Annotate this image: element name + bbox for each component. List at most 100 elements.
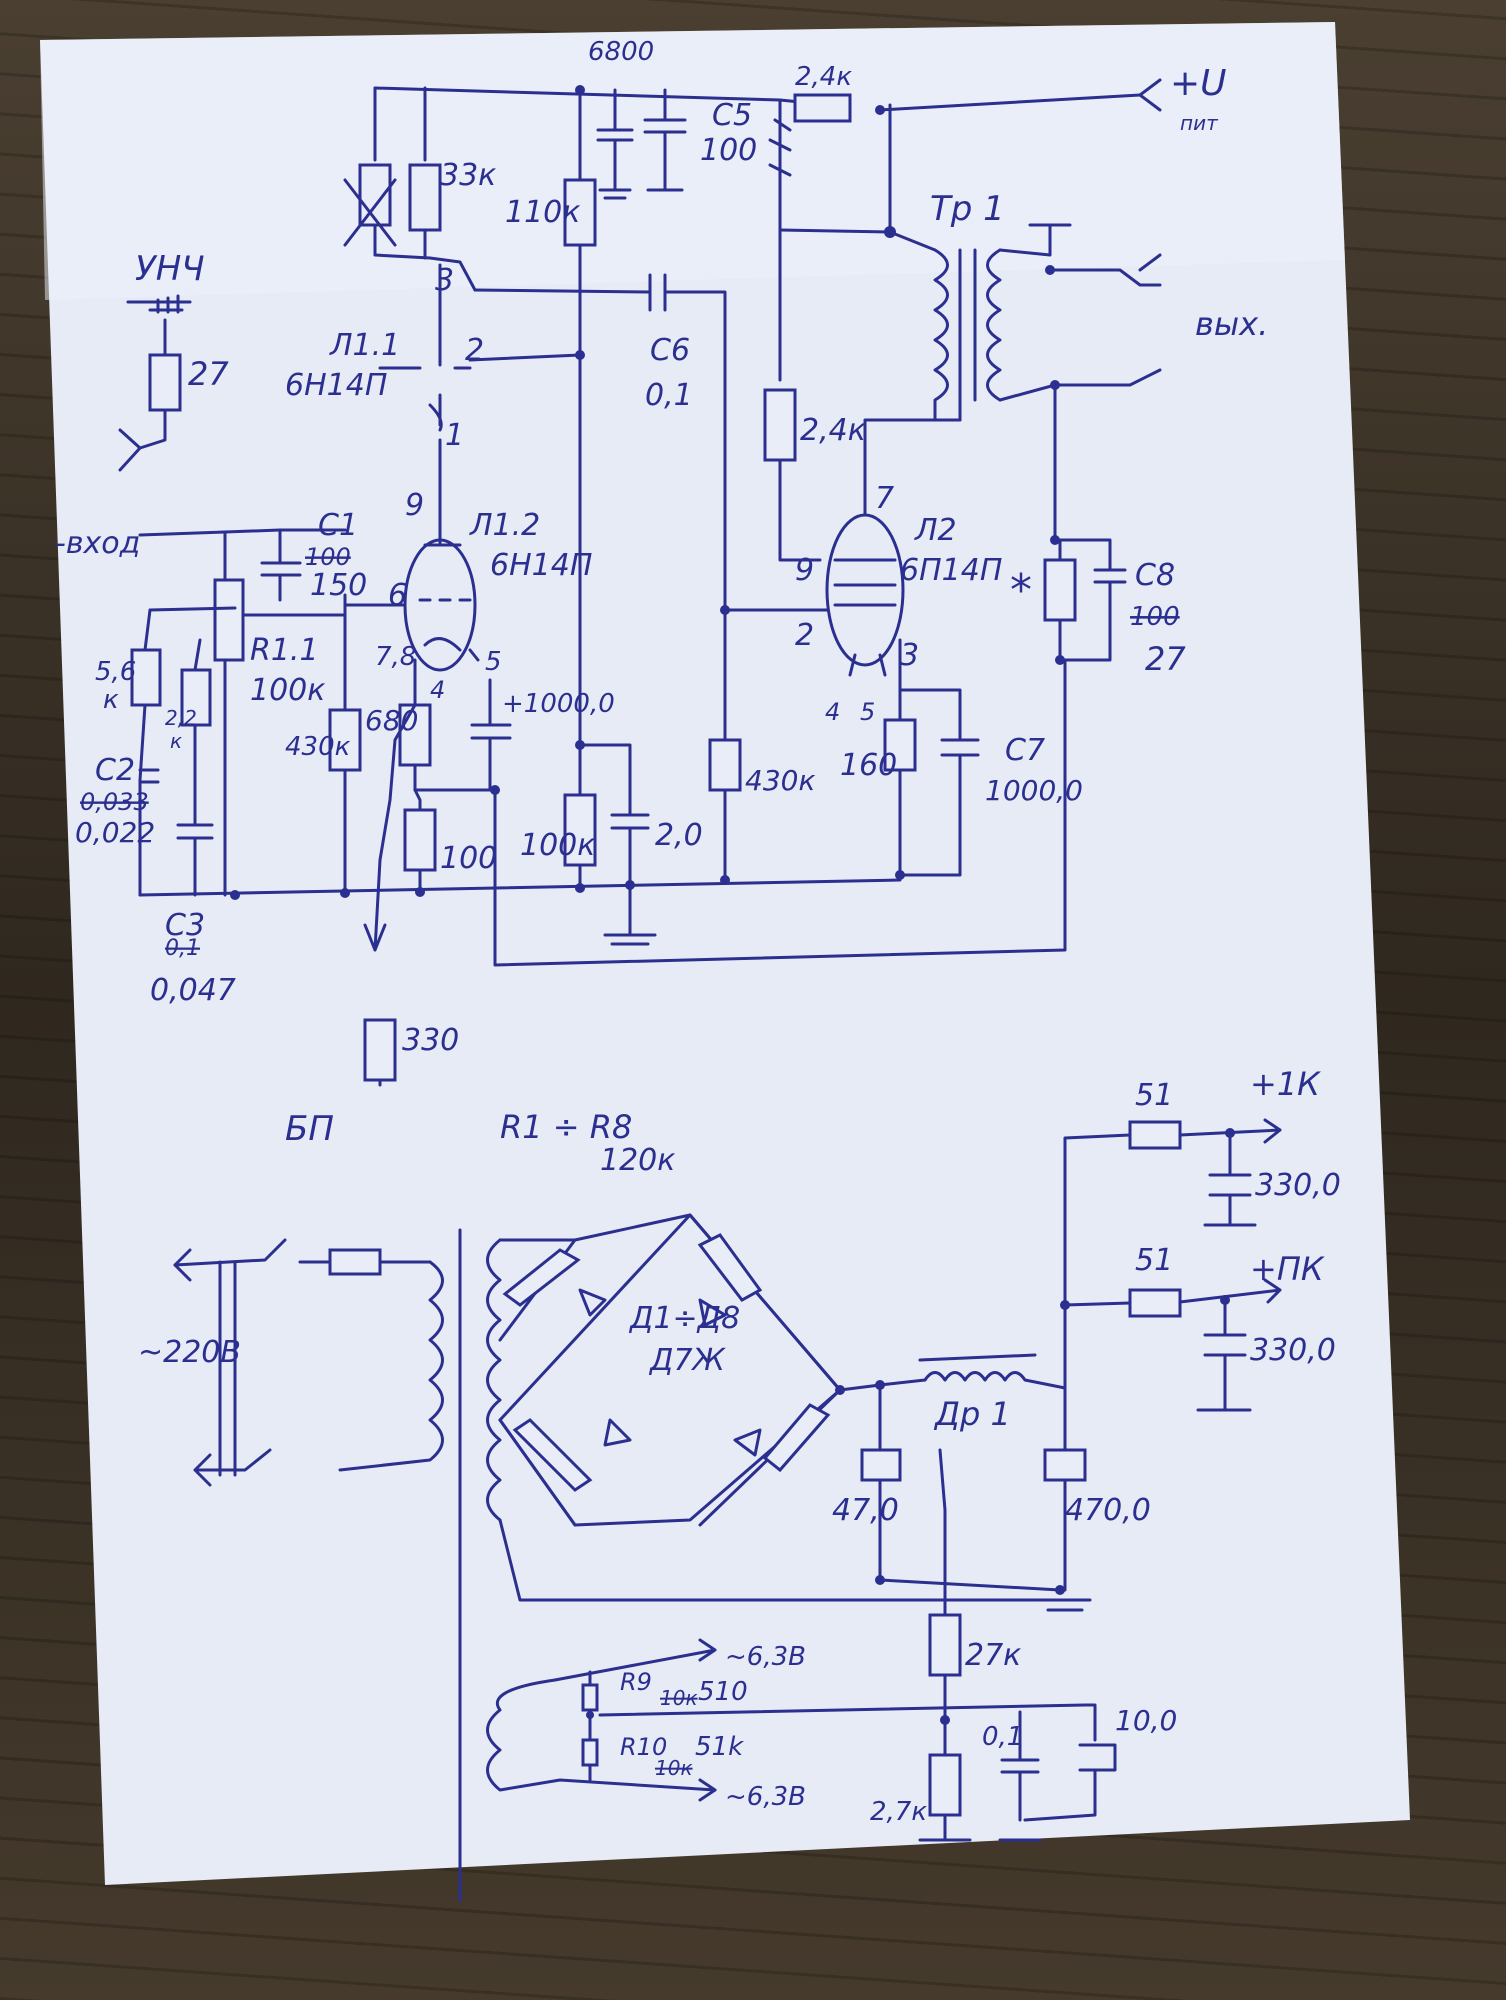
label-pit: пит bbox=[1180, 111, 1219, 135]
label-d7zh: Д7Ж bbox=[648, 1343, 727, 1378]
label-c3: С3 bbox=[165, 908, 205, 943]
label-100k: 100к bbox=[520, 828, 595, 863]
label-r9-old: 10к bbox=[660, 1686, 698, 1710]
label-470: 470,0 bbox=[1065, 1493, 1151, 1528]
label-6-3v-top: ~6,3В bbox=[725, 1642, 806, 1672]
label-c8: С8 bbox=[1135, 558, 1175, 593]
label-dr1: Др 1 bbox=[933, 1395, 1011, 1433]
resistor-bridge-1 bbox=[502, 1248, 581, 1307]
resistor-5-6k bbox=[130, 648, 162, 707]
label-c1: С1 bbox=[318, 508, 358, 543]
power-supply-schematic bbox=[173, 1118, 1282, 1902]
amplifier-labels: УНЧ 27 -вход 6800 С5 100 2,4к +U пит 33к… bbox=[55, 37, 1268, 1058]
capacitor-47 bbox=[860, 1448, 902, 1482]
label-r1-1-value: 100к bbox=[250, 673, 325, 708]
resistor-33k bbox=[408, 163, 442, 232]
label-c5-value: 100 bbox=[700, 133, 757, 168]
label-pin1: 1 bbox=[445, 418, 464, 453]
label-2-0: 2,0 bbox=[655, 818, 703, 853]
resistor-160 bbox=[883, 718, 917, 772]
label-10-0: 10,0 bbox=[1115, 1704, 1177, 1737]
label-330-bottom: 330,0 bbox=[1250, 1333, 1336, 1368]
label-430k-right: 430к bbox=[745, 764, 815, 797]
label-tr1: Тр 1 bbox=[930, 189, 1005, 229]
label-pin3b: 3 bbox=[900, 638, 919, 673]
label-pin9a: 9 bbox=[405, 488, 424, 523]
resistor-2-2k bbox=[180, 668, 212, 727]
label-c2: С2 bbox=[95, 753, 135, 788]
label-l1-1: Л1.1 bbox=[329, 328, 400, 363]
label-6-3v-bottom: ~6,3В bbox=[725, 1782, 806, 1812]
label-vhod: -вход bbox=[55, 526, 140, 561]
paper-sheet bbox=[40, 22, 1410, 1885]
label-pin2: 2 bbox=[465, 333, 484, 368]
label-c2-value: 0,022 bbox=[75, 816, 155, 849]
label-pin5a: 5 bbox=[485, 647, 502, 677]
label-c1-old: 100 bbox=[305, 543, 351, 571]
label-c8-value: 27 bbox=[1145, 640, 1186, 678]
resistor-100 bbox=[403, 808, 437, 872]
label-l2: Л2 bbox=[914, 513, 957, 548]
resistor-r10 bbox=[581, 1738, 599, 1767]
label-c3-old: 0,1 bbox=[165, 936, 200, 961]
label-bp: БП bbox=[285, 1109, 334, 1149]
resistor-crossed bbox=[358, 163, 392, 227]
resistor-430k-right bbox=[708, 738, 742, 792]
label-r10-old: 10к bbox=[655, 1756, 693, 1780]
resistor-mains bbox=[328, 1248, 382, 1276]
label-r1-r8-value: 120к bbox=[600, 1143, 675, 1178]
label-2-2: 2,2 bbox=[165, 706, 197, 730]
label-6800: 6800 bbox=[588, 37, 654, 67]
label-pin4b: 4 bbox=[825, 698, 840, 726]
label-c2-old: 0,033 bbox=[80, 788, 149, 816]
label-430k-left: 430к bbox=[285, 732, 351, 762]
label-100: 100 bbox=[440, 841, 497, 876]
label-5-6: 5,6 bbox=[95, 657, 136, 687]
label-pin7-8: 7,8 bbox=[375, 642, 416, 672]
label-c5: С5 bbox=[712, 98, 752, 133]
psu-labels: БП R1 ÷ R8 120к ~220В Д1÷Д8 Д7Ж 51 +1К 3… bbox=[138, 1065, 1341, 1827]
label-27k: 27к bbox=[965, 1638, 1021, 1673]
resistor-100k bbox=[563, 793, 597, 867]
label-2-4k-top: 2,4к bbox=[795, 62, 852, 92]
label-c7: С7 bbox=[1005, 733, 1045, 768]
label-110k: 110к bbox=[505, 195, 580, 230]
resistor-51-bottom bbox=[1128, 1288, 1182, 1318]
label-r27: 27 bbox=[188, 355, 229, 393]
label-680: 680 bbox=[365, 704, 418, 737]
label-1000uf: +1000,0 bbox=[502, 689, 615, 719]
label-plus-1k: +1К bbox=[1250, 1065, 1321, 1103]
label-l2-type: 6П14П bbox=[900, 553, 1002, 588]
label-2-2-k: к bbox=[170, 729, 182, 753]
label-220v: ~220В bbox=[138, 1335, 241, 1370]
resistor-2-4k-screen bbox=[763, 388, 797, 462]
label-l1-1-type: 6Н14П bbox=[285, 368, 387, 403]
label-pin4a: 4 bbox=[430, 676, 445, 704]
paper-highlight bbox=[40, 22, 1345, 300]
label-r51-bottom: 51 bbox=[1135, 1243, 1173, 1278]
resistor-27-unch bbox=[148, 353, 182, 412]
label-33k: 33к bbox=[440, 158, 496, 193]
label-l1-2: Л1.2 bbox=[469, 508, 540, 543]
resistor-51-top bbox=[1128, 1120, 1182, 1150]
resistor-r9 bbox=[581, 1683, 599, 1712]
potentiometer-r1-1 bbox=[213, 578, 245, 662]
label-r9-value: 510 bbox=[698, 1677, 748, 1707]
label-160: 160 bbox=[840, 748, 897, 783]
label-r9: R9 bbox=[620, 1668, 652, 1696]
label-pin7: 7 bbox=[875, 481, 894, 516]
label-d1-d8: Д1÷Д8 bbox=[628, 1301, 740, 1336]
label-c1-value: 150 bbox=[310, 568, 367, 603]
resistor-2-4k-top bbox=[793, 93, 852, 123]
label-c6-value: 0,1 bbox=[645, 378, 693, 413]
label-plus-pk: +ПК bbox=[1250, 1250, 1325, 1288]
label-vyh: вых. bbox=[1195, 305, 1268, 343]
label-pin6: 6 bbox=[388, 578, 407, 613]
label-plus-u: +U bbox=[1170, 63, 1227, 104]
label-2-7k: 2,7к bbox=[870, 1797, 927, 1827]
label-330: 330 bbox=[402, 1023, 459, 1058]
resistor-2-7k bbox=[928, 1753, 962, 1817]
label-0-1: 0,1 bbox=[982, 1722, 1023, 1752]
label-c3-value: 0,047 bbox=[150, 973, 236, 1008]
